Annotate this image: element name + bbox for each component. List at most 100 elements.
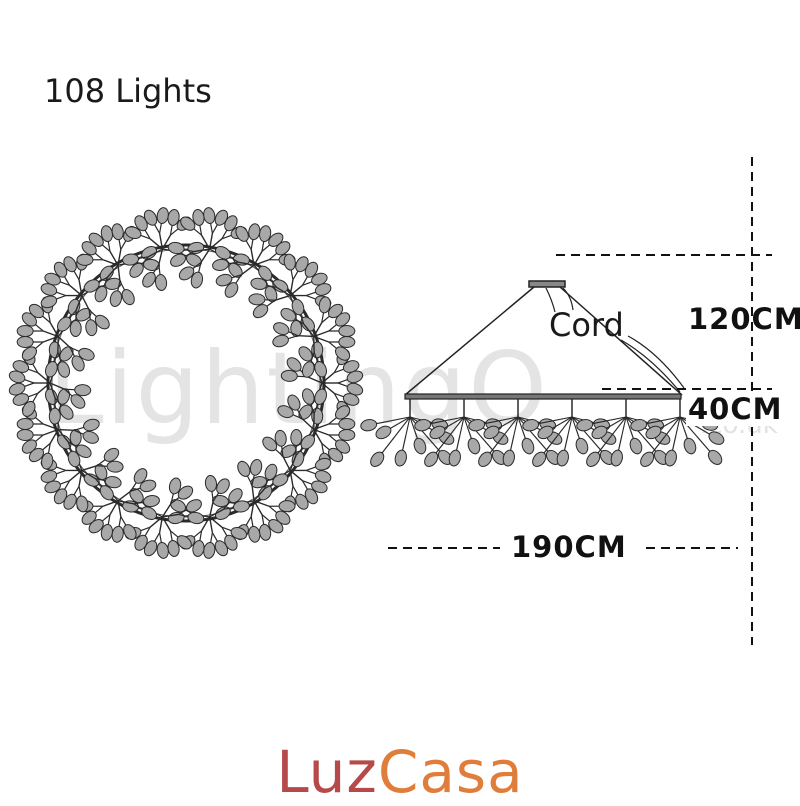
light-leaf: [187, 511, 205, 525]
stem: [456, 436, 460, 453]
light-leaf: [412, 437, 428, 456]
light-leaf: [279, 501, 295, 512]
cord-label: Cord: [549, 306, 624, 344]
light-leaf: [313, 387, 329, 406]
light-leaf: [502, 449, 516, 467]
side-frame-bar: [405, 394, 681, 399]
light-leaf: [339, 326, 355, 337]
stem: [564, 436, 568, 453]
light-leaf: [664, 449, 678, 467]
light-leaf: [111, 525, 125, 543]
light-leaf: [43, 360, 59, 379]
light-leaf: [271, 333, 290, 348]
light-leaf: [394, 449, 408, 467]
ring-chandelier-icon: [8, 207, 365, 560]
light-leaf: [291, 320, 302, 336]
light-leaf: [202, 542, 216, 560]
light-leaf: [313, 360, 329, 379]
stem: [618, 436, 622, 453]
branch: [241, 265, 254, 275]
ring-branch: [167, 207, 250, 289]
light-leaf: [77, 254, 93, 265]
branch: [58, 430, 74, 431]
light-leaf: [109, 290, 123, 308]
light-leaf: [120, 287, 137, 306]
light-leaf: [167, 511, 185, 525]
chandelier-side-view-icon: [360, 281, 726, 469]
light-leaf: [155, 274, 168, 291]
brand-logo-part1: Luz: [276, 738, 378, 806]
suspension-wire-left: [405, 287, 534, 395]
ring-branch: [17, 296, 96, 379]
light-leaf: [682, 437, 698, 456]
light-leaf: [368, 450, 386, 469]
light-leaf: [74, 384, 91, 396]
light-leaf: [70, 429, 81, 445]
ceiling-canopy-icon: [529, 281, 565, 287]
width-dimension-label: 190CM: [511, 530, 627, 564]
ring-branch: [122, 477, 205, 559]
light-leaf: [339, 336, 355, 347]
light-leaf: [156, 542, 170, 560]
depth-dimension-label: 40CM: [686, 392, 785, 426]
light-leaf: [56, 360, 72, 379]
light-leaf: [213, 244, 232, 262]
ring-branch: [17, 387, 100, 470]
branch: [298, 336, 314, 337]
brand-logo: LuzCasa: [0, 738, 800, 806]
light-leaf: [235, 459, 252, 478]
light-leaf: [249, 458, 263, 476]
light-leaf: [184, 497, 203, 514]
brand-logo-part2: Casa: [378, 738, 524, 806]
branch: [82, 296, 89, 310]
light-leaf: [707, 429, 726, 447]
ring-branch: [271, 296, 354, 379]
light-leaf: [556, 449, 570, 467]
stem: [375, 421, 392, 424]
light-leaf: [139, 504, 158, 522]
light-leaf: [281, 370, 298, 382]
ring-branches: [8, 207, 365, 560]
light-leaf: [17, 336, 33, 347]
light-leaf: [248, 223, 262, 241]
light-leaf: [168, 497, 187, 514]
light-leaf: [205, 475, 218, 492]
light-leaf: [610, 449, 624, 467]
light-leaf: [300, 387, 316, 406]
light-leaf: [202, 207, 216, 225]
light-leaf: [82, 417, 101, 432]
stem: [381, 437, 395, 455]
stem: [402, 436, 406, 453]
light-leaf: [339, 418, 355, 429]
light-leaf: [156, 207, 170, 225]
light-leaf: [628, 437, 644, 456]
light-leaf: [249, 293, 266, 305]
light-leaf: [466, 437, 482, 456]
light-leaf: [448, 449, 462, 467]
side-branches: [360, 399, 726, 469]
light-leaf: [49, 408, 60, 424]
light-leaf: [248, 525, 262, 543]
branch: [283, 456, 290, 470]
light-leaf: [339, 429, 355, 440]
light-leaf: [111, 223, 125, 241]
cord-pointer-bottom: [621, 336, 684, 392]
light-leaf: [140, 270, 158, 289]
stem: [510, 436, 514, 453]
light-leaf: [520, 437, 536, 456]
light-leaf: [574, 437, 590, 456]
light-leaf: [291, 429, 302, 445]
light-leaf: [184, 252, 203, 269]
light-leaf: [70, 320, 81, 336]
light-leaf: [17, 429, 33, 440]
light-leaf: [43, 387, 59, 406]
light-leaf: [17, 326, 33, 337]
light-leaf: [107, 461, 124, 473]
height-dimension-label: 120CM: [688, 302, 800, 336]
light-leaf: [168, 252, 187, 269]
light-leaf: [360, 418, 378, 432]
branch: [118, 491, 131, 501]
light-leaf: [81, 429, 100, 445]
